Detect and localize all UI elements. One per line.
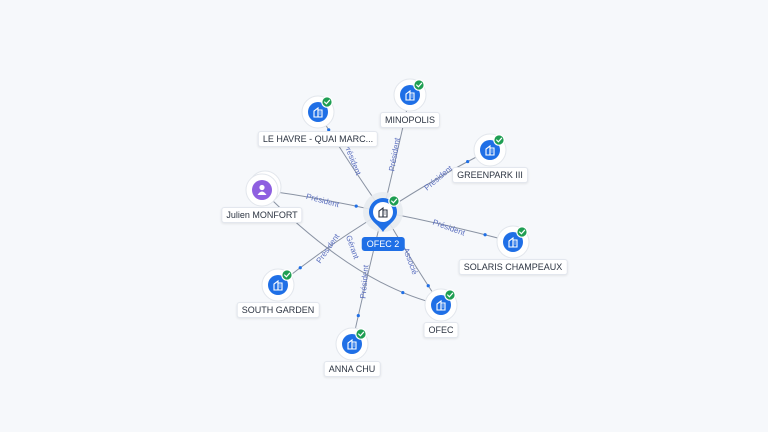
center-node-label[interactable]: OFEC 2	[361, 237, 405, 251]
node-label-greenpark[interactable]: GREENPARK III	[452, 167, 528, 183]
verified-check-icon	[388, 195, 400, 207]
node-solaris[interactable]	[496, 225, 530, 259]
edge-arrow	[356, 314, 360, 318]
edge-arrow	[401, 290, 405, 295]
verified-check-icon	[493, 134, 505, 146]
building-icon	[347, 338, 357, 350]
edge-label: Président	[387, 136, 402, 172]
edge-arrow	[327, 128, 331, 132]
edge-label: Président	[359, 264, 371, 299]
node-label-ofec[interactable]: OFEC	[423, 322, 459, 338]
building-icon	[313, 106, 323, 118]
person-icon	[257, 184, 267, 195]
edge-center-anna-chu: Président	[351, 211, 384, 345]
node-label-julien[interactable]: Julien MONFORT	[221, 207, 303, 223]
node-julien[interactable]	[245, 170, 282, 207]
edge-label: Associé	[401, 246, 419, 276]
node-label-minopolis[interactable]: MINOPOLIS	[379, 112, 441, 128]
building-icon	[378, 206, 388, 218]
verified-check-icon	[355, 328, 367, 340]
verified-check-icon	[281, 269, 293, 281]
node-ofec[interactable]	[424, 288, 458, 322]
building-icon	[436, 299, 446, 311]
verified-check-icon	[321, 96, 333, 108]
verified-check-icon	[444, 289, 456, 301]
verified-check-icon	[413, 79, 425, 91]
edge-label: Président	[431, 218, 467, 238]
edge-arrow	[483, 233, 487, 237]
node-south-garden[interactable]	[261, 268, 295, 302]
node-label-south-garden[interactable]: SOUTH GARDEN	[236, 302, 320, 318]
edge-arrow	[298, 266, 302, 270]
edge-label: Président	[342, 142, 363, 177]
edge-label: Président	[305, 192, 341, 210]
center-node[interactable]	[363, 192, 403, 232]
building-icon	[485, 144, 495, 156]
building-icon	[273, 279, 283, 291]
node-minopolis[interactable]	[393, 78, 427, 112]
edge-label: Gérant	[344, 234, 361, 261]
verified-check-icon	[516, 226, 528, 238]
node-greenpark[interactable]	[473, 133, 507, 167]
nodes-layer	[245, 78, 530, 361]
edge-arrow	[466, 159, 470, 164]
node-label-anna-chu[interactable]: ANNA CHU	[323, 361, 381, 377]
edge-arrow	[354, 204, 358, 208]
edge-label: Président	[423, 163, 455, 192]
node-anna-chu[interactable]	[335, 327, 369, 361]
node-label-le-havre[interactable]: LE HAVRE - QUAI MARC...	[257, 131, 379, 147]
building-icon	[508, 236, 518, 248]
edge-arrow	[426, 284, 430, 288]
building-icon	[405, 89, 415, 101]
node-le-havre[interactable]	[301, 95, 335, 129]
node-label-solaris[interactable]: SOLARIS CHAMPEAUX	[458, 259, 568, 275]
